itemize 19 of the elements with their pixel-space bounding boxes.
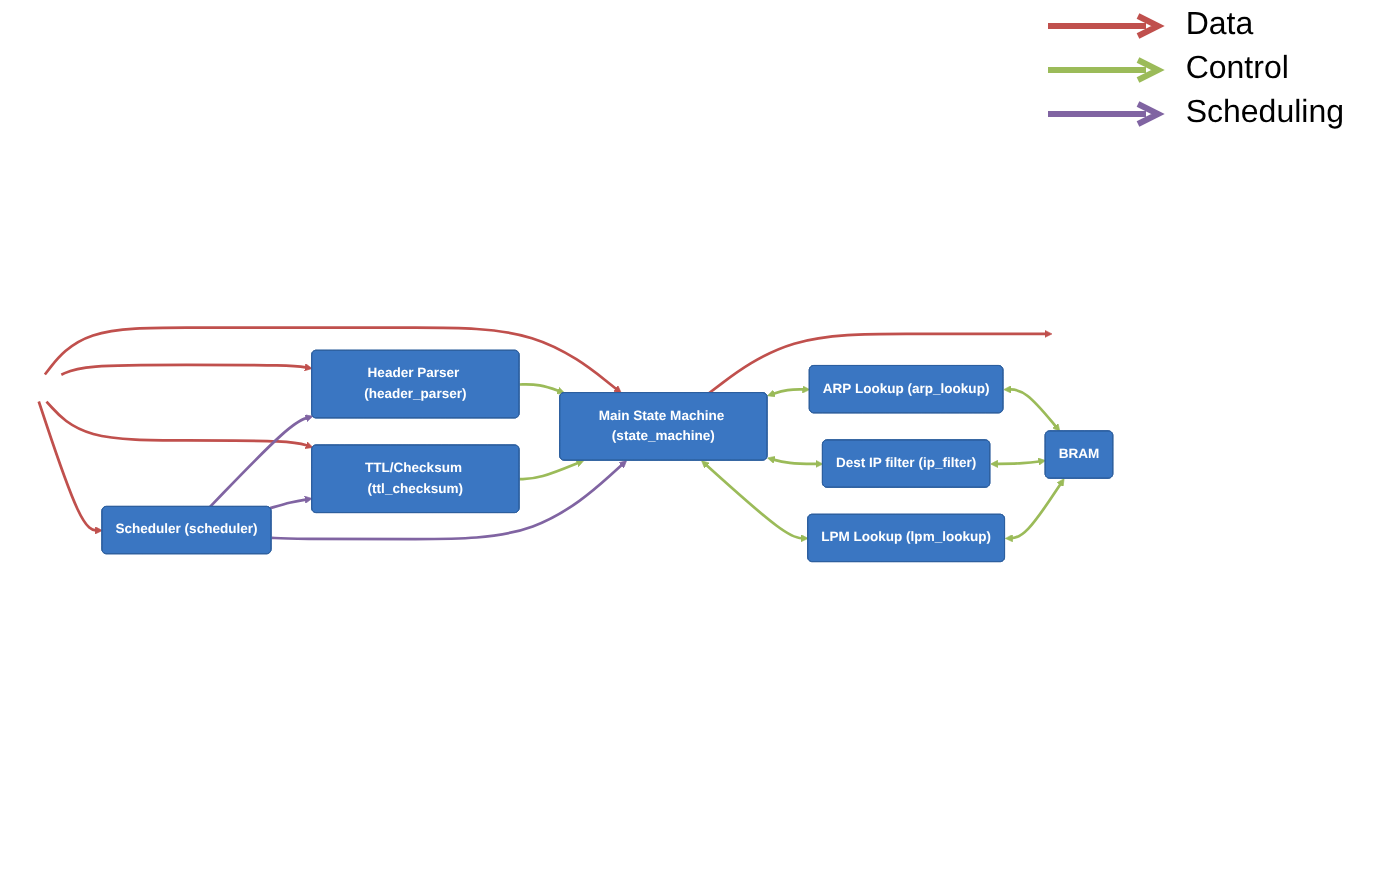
arrow <box>519 383 565 395</box>
arrow <box>519 459 585 481</box>
arrow <box>708 329 1053 395</box>
arrow <box>209 414 314 508</box>
legend-label: Data <box>1185 8 1254 44</box>
arrow <box>37 401 103 535</box>
arrow <box>990 457 1046 468</box>
arrow <box>701 460 809 543</box>
arrow <box>767 456 824 468</box>
legend-label: Scheduling <box>1185 96 1344 132</box>
arrow <box>45 400 314 449</box>
arrow <box>269 495 313 510</box>
arrow <box>271 460 627 541</box>
arrow <box>767 385 811 398</box>
arrow <box>43 326 622 394</box>
arrow <box>1005 478 1065 543</box>
arrow <box>1003 385 1061 432</box>
legend-label: Control <box>1185 52 1289 88</box>
arrow <box>60 363 313 377</box>
